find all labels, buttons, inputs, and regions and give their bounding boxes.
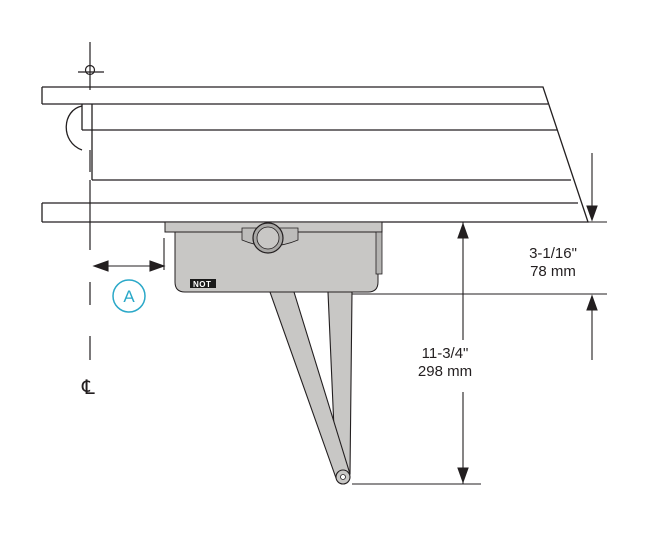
callout-a-label: A	[123, 287, 135, 306]
spindle-inner	[256, 226, 280, 250]
arm-assembly	[269, 291, 353, 485]
gap-metric-label: 78 mm	[530, 263, 576, 280]
a-dim-right-head	[149, 260, 166, 272]
arm-roller-hub	[340, 474, 346, 480]
centerline	[78, 42, 104, 360]
centerline-symbol: ℄	[81, 377, 95, 399]
pivot-arc	[65, 105, 83, 151]
a-dim-left-head	[92, 260, 109, 272]
brand-badge	[190, 279, 216, 288]
brand-logo: NOT	[193, 280, 211, 289]
gap-fraction-label: 3-1/16"	[529, 245, 577, 262]
centerline-pivot-icon	[84, 64, 96, 76]
arm-front	[269, 291, 351, 479]
gap-arrow-bottom-head	[586, 294, 598, 311]
callout-a-circle	[112, 279, 146, 313]
drop-arrow-top-head	[457, 222, 469, 239]
operator-housing	[174, 231, 379, 293]
drop-arrow-bottom-head	[457, 467, 469, 484]
gap-arrow-top-head	[586, 205, 598, 222]
operator-body: NOT	[164, 221, 383, 293]
drop-metric-label: 298 mm	[418, 363, 472, 380]
operator-end-cap	[375, 231, 383, 275]
drop-fraction-label: 11-3/4"	[422, 345, 469, 362]
dimension-lines	[92, 153, 607, 485]
header-top-outline	[42, 86, 589, 223]
door-frame	[41, 86, 589, 223]
